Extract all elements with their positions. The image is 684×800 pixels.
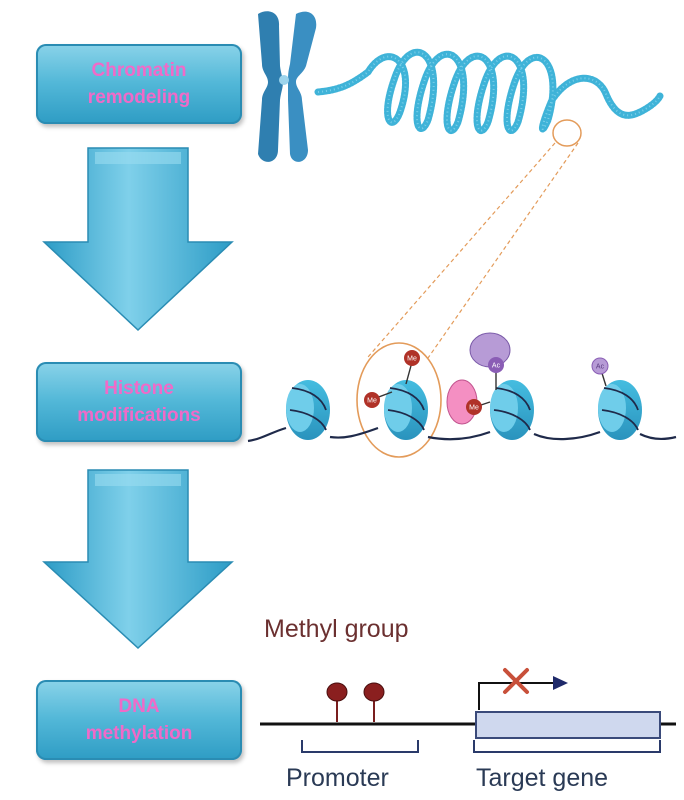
acetyl-mark-2: Ac (591, 357, 609, 375)
methyl-mark-2: Me (364, 392, 380, 408)
svg-text:Ac: Ac (492, 363, 501, 370)
stage-dna-methylation: DNA methylation (36, 680, 242, 760)
nucleosome-3 (490, 380, 534, 440)
transcription-arrow-icon (478, 676, 568, 710)
nucleosome-4 (598, 380, 642, 440)
stage-label-line2: modifications (77, 405, 201, 426)
target-gene-label: Target gene (476, 764, 608, 792)
chromosome-icon (258, 11, 317, 162)
dna-strand (247, 426, 677, 443)
stage-histone-modifications: Histone modifications (36, 362, 242, 442)
stage-label-line1: DNA (118, 696, 160, 717)
stage-chromatin-remodeling: Chromatin remodeling (36, 44, 242, 124)
svg-text:Me: Me (469, 405, 479, 412)
acetyl-mark-1: Ac (488, 357, 504, 373)
promoter-label: Promoter (286, 764, 389, 792)
target-gene-box (475, 711, 661, 739)
methyl-group-label: Methyl group (264, 615, 409, 643)
stage-label-line2: remodeling (87, 87, 191, 108)
methyl-mark-3: Me (466, 399, 482, 415)
stage-label-line1: Histone (104, 378, 174, 399)
methyl-lollipop-1 (326, 682, 348, 722)
methyl-mark-1: Me (404, 350, 420, 366)
zoom-indicator (356, 119, 582, 458)
stage-label-line1: Chromatin (91, 60, 187, 81)
stage-label-line2: methylation (85, 723, 193, 744)
down-arrow-1 (42, 147, 234, 332)
promoter-bracket (301, 740, 419, 753)
chromatin-fiber (314, 48, 664, 135)
nucleosome-1 (286, 380, 330, 440)
methyl-lollipop-2 (363, 682, 385, 722)
svg-text:Me: Me (367, 398, 377, 405)
svg-text:Ac: Ac (596, 364, 605, 371)
block-x-icon (503, 668, 529, 694)
nucleosome-2 (384, 380, 428, 440)
down-arrow-2 (42, 469, 234, 650)
svg-text:Me: Me (407, 356, 417, 363)
target-gene-bracket (473, 740, 661, 753)
